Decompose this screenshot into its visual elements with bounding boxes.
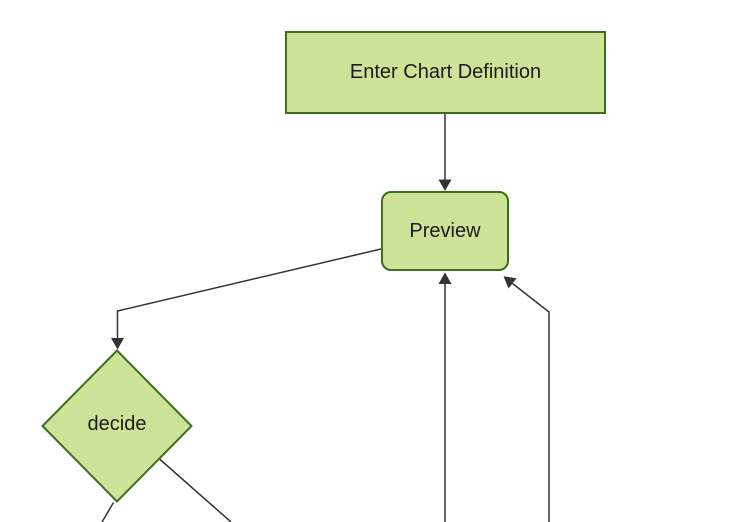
node-decide-label: decide: [87, 413, 147, 435]
arrowhead-into-preview-corner: [503, 276, 517, 289]
node-enter-chart-definition: Enter Chart Definition: [285, 31, 606, 114]
node-preview: Preview: [381, 191, 509, 271]
arrowhead-into-decide-top: [111, 338, 124, 350]
node-enter-chart-definition-label: Enter Chart Definition: [349, 61, 542, 83]
node-decide-shape: [41, 349, 193, 503]
arrowhead-into-preview-bottom: [438, 272, 452, 284]
node-preview-label: Preview: [409, 219, 481, 242]
edge-preview-decide: [116, 248, 382, 339]
arrowhead-into-preview-top: [438, 179, 452, 191]
edge-decide-offscreen-left: [101, 502, 115, 522]
edge-decide-offscreen-right: [159, 458, 232, 522]
edge-offscreen-to-preview-corner: [512, 282, 550, 522]
